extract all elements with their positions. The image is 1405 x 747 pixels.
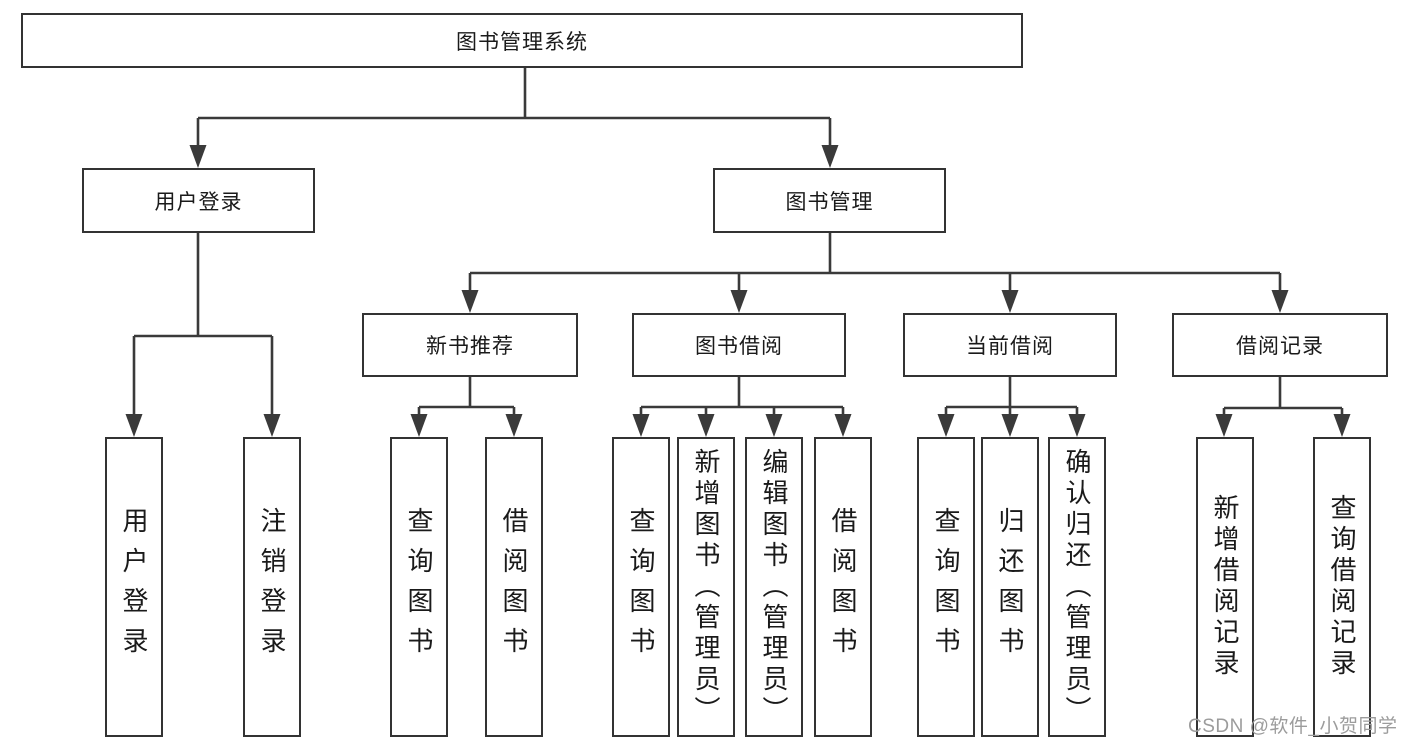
leaf-add-borrow-record-label: 新增借阅记录: [1210, 494, 1240, 680]
leaf-confirm-return-admin: 确认归还（管理员）: [1048, 437, 1106, 737]
leaf-return-books-label: 归还图书: [995, 507, 1025, 667]
leaf-query-books-current-label: 查询图书: [931, 507, 961, 667]
leaf-add-borrow-record: 新增借阅记录: [1196, 437, 1254, 737]
node-user-login-label: 用户登录: [154, 190, 243, 214]
node-new-book-recommendation: 新书推荐: [362, 313, 578, 377]
leaf-query-books-borrow: 查询图书: [612, 437, 670, 737]
node-library-management-system: 图书管理系统: [21, 13, 1023, 68]
leaf-query-books-current: 查询图书: [917, 437, 975, 737]
node-user-login: 用户登录: [82, 168, 315, 233]
leaf-query-borrow-record: 查询借阅记录: [1313, 437, 1371, 737]
root-node-label: 图书管理系统: [456, 30, 588, 54]
leaf-borrow-books: 借阅图书: [814, 437, 872, 737]
leaf-logout-label: 注销登录: [257, 507, 287, 667]
node-book-management-label: 图书管理: [785, 190, 874, 214]
leaf-query-borrow-record-label: 查询借阅记录: [1327, 494, 1357, 680]
node-new-book-recommendation-label: 新书推荐: [426, 335, 514, 358]
leaf-borrow-books-recommend: 借阅图书: [485, 437, 543, 737]
node-borrowing-records: 借阅记录: [1172, 313, 1388, 377]
leaf-add-books-admin-label: 新增图书（管理员）: [691, 447, 721, 727]
leaf-edit-books-admin: 编辑图书（管理员）: [745, 437, 803, 737]
node-current-borrowing: 当前借阅: [903, 313, 1117, 377]
node-current-borrowing-label: 当前借阅: [966, 335, 1054, 358]
csdn-watermark: CSDN @软件_小贺同学: [1188, 716, 1398, 737]
leaf-query-books-recommend-label: 查询图书: [404, 507, 434, 667]
leaf-user-login: 用户登录: [105, 437, 163, 737]
leaf-query-books-recommend: 查询图书: [390, 437, 448, 737]
leaf-borrow-books-recommend-label: 借阅图书: [499, 507, 529, 667]
leaf-confirm-return-admin-label: 确认归还（管理员）: [1062, 447, 1092, 727]
leaf-borrow-books-label: 借阅图书: [828, 507, 858, 667]
node-book-management: 图书管理: [713, 168, 946, 233]
leaf-edit-books-admin-label: 编辑图书（管理员）: [759, 447, 789, 727]
node-book-borrowing: 图书借阅: [632, 313, 846, 377]
leaf-logout: 注销登录: [243, 437, 301, 737]
leaf-add-books-admin: 新增图书（管理员）: [677, 437, 735, 737]
node-book-borrowing-label: 图书借阅: [695, 335, 783, 358]
leaf-return-books: 归还图书: [981, 437, 1039, 737]
leaf-query-books-borrow-label: 查询图书: [626, 507, 656, 667]
leaf-user-login-label: 用户登录: [119, 507, 149, 667]
node-borrowing-records-label: 借阅记录: [1236, 335, 1324, 358]
